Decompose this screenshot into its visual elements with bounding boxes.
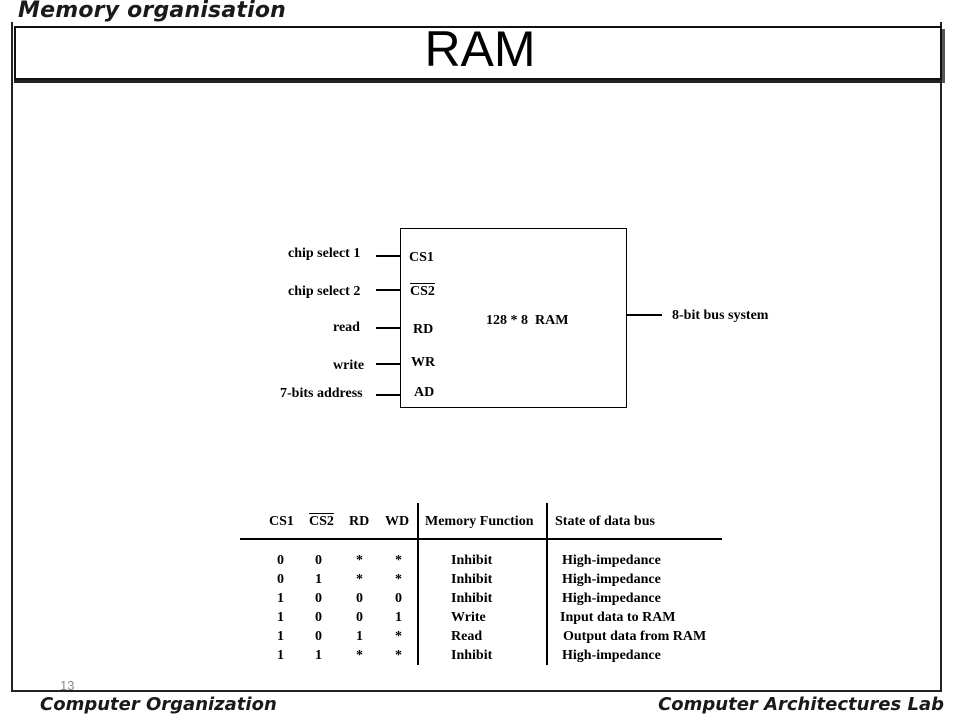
table-cell: *: [356, 553, 363, 568]
input-label-chip-select-2: chip select 2: [288, 284, 361, 299]
table-header-cs1: CS1: [269, 514, 294, 529]
table-divider-2: [546, 503, 548, 665]
pin-wr: WR: [411, 355, 436, 370]
table-cell: 0: [315, 591, 322, 606]
table-cell: 1: [395, 610, 402, 625]
table-cell: Inhibit: [451, 553, 493, 568]
pin-cs2: CS2: [410, 284, 435, 299]
table-cell: High-impedance: [562, 553, 661, 568]
table-cell: *: [395, 629, 402, 644]
table-cell: 1: [277, 610, 284, 625]
pin-rd: RD: [413, 322, 434, 337]
input-label-read: read: [333, 320, 360, 335]
footer-rule: [11, 690, 942, 692]
table-cell: Inhibit: [451, 591, 493, 606]
input-line-cs1: [376, 255, 400, 257]
footer-lab-name: Computer Architectures Lab: [658, 694, 944, 715]
title-underline: [14, 80, 942, 83]
table-cell: Read: [451, 629, 483, 644]
table-cell: 1: [356, 629, 363, 644]
table-header-rule: [240, 538, 722, 540]
table-cell: Input data to RAM: [560, 610, 676, 625]
title-box: [14, 26, 942, 80]
output-line: [626, 314, 662, 316]
table-cell: 1: [277, 648, 284, 663]
table-cell: 0: [356, 591, 363, 606]
table-cell: *: [395, 572, 402, 587]
table-header-rd: RD: [349, 514, 370, 529]
table-cell: 0: [315, 553, 322, 568]
table-cell: Output data from RAM: [563, 629, 707, 644]
pin-cs1: CS1: [409, 250, 434, 265]
table-cell: 0: [315, 629, 322, 644]
table-cell: *: [395, 648, 402, 663]
table-header-state-of-data-bus: State of data bus: [555, 514, 655, 529]
table-header-memory-function: Memory Function: [425, 514, 534, 529]
input-label-chip-select-1: chip select 1: [288, 246, 361, 261]
input-line-wr: [376, 363, 400, 365]
table-cell: 1: [277, 591, 284, 606]
input-line-rd: [376, 327, 400, 329]
table-cell: Inhibit: [451, 572, 493, 587]
input-label-address: 7-bits address: [280, 386, 363, 401]
table-header-wd: WD: [385, 514, 410, 529]
table-divider-1: [417, 503, 419, 665]
table-cell: High-impedance: [562, 572, 661, 587]
page-number: 13: [60, 678, 75, 693]
pin-ad: AD: [414, 385, 435, 400]
table-cell: High-impedance: [562, 591, 661, 606]
table-cell: Write: [451, 610, 486, 625]
input-line-cs2: [376, 289, 400, 291]
table-cell: 1: [315, 572, 322, 587]
table-cell: 0: [356, 610, 363, 625]
table-cell: 1: [315, 648, 322, 663]
table-cell: *: [356, 572, 363, 587]
table-cell: 0: [315, 610, 322, 625]
left-border: [11, 22, 13, 692]
table-cell: Inhibit: [451, 648, 493, 663]
table-cell: *: [356, 648, 363, 663]
table-cell: 0: [395, 591, 402, 606]
output-label: 8-bit bus system: [672, 308, 769, 323]
table-cell: 0: [277, 553, 284, 568]
section-title: Memory organisation: [18, 0, 287, 23]
slide-title: RAM: [424, 21, 536, 77]
table-cell: 1: [277, 629, 284, 644]
ram-chip-box: [400, 228, 627, 408]
footer-course-name: Computer Organization: [40, 694, 277, 715]
input-line-ad: [376, 394, 400, 396]
table-header-cs2: CS2: [309, 514, 334, 529]
input-label-write: write: [333, 358, 365, 373]
chip-label: 128 * 8 RAM: [486, 313, 569, 328]
table-cell: 0: [277, 572, 284, 587]
table-cell: *: [395, 553, 402, 568]
table-cell: High-impedance: [562, 648, 661, 663]
right-border: [940, 22, 942, 692]
